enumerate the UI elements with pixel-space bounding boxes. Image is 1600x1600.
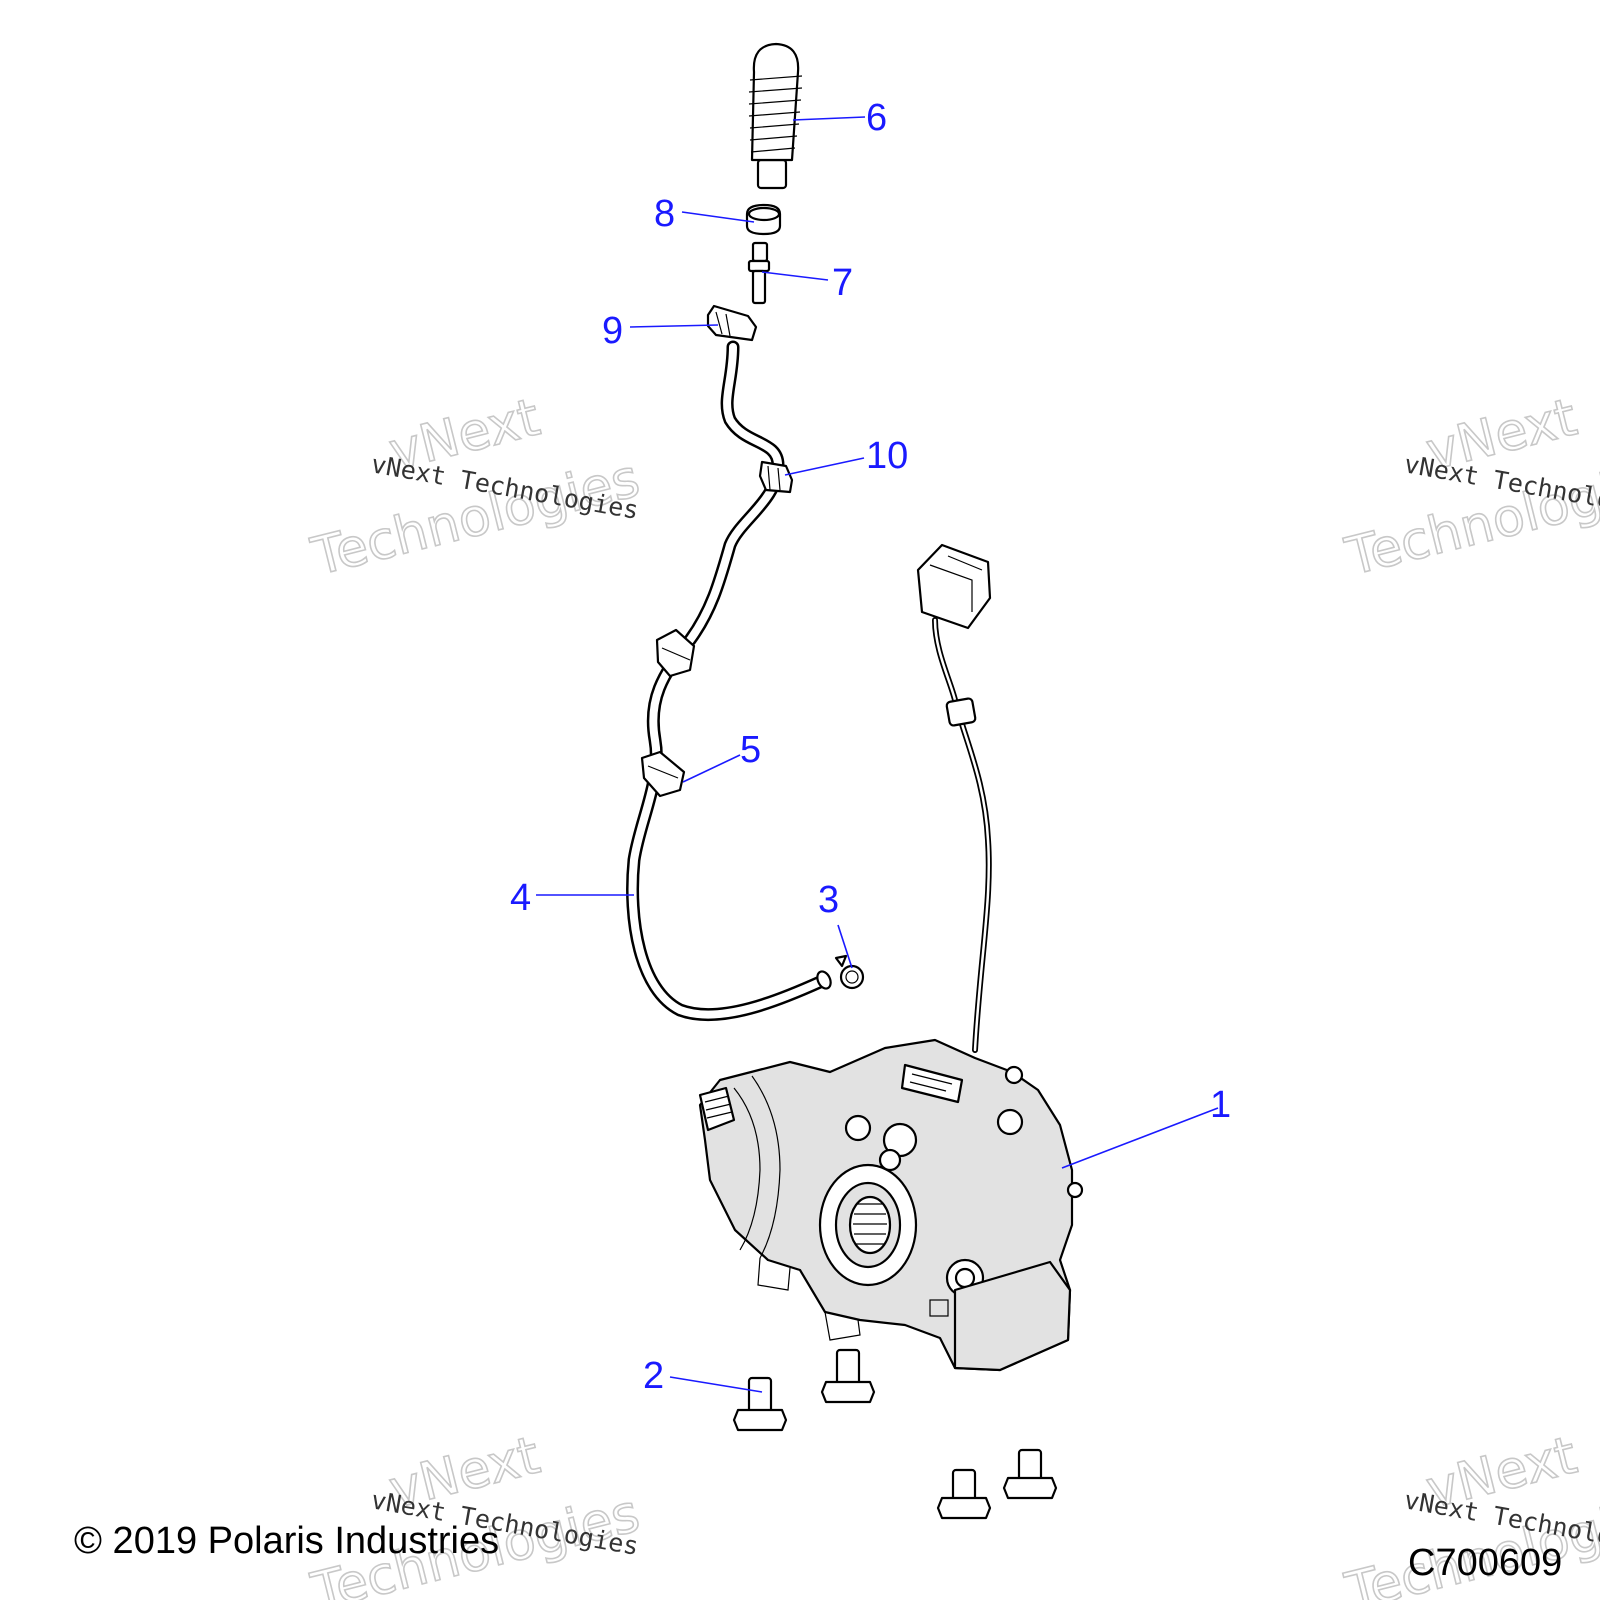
callout-8[interactable]: 8	[654, 193, 675, 235]
watermark-top-right: vNext Technologies vNext Technologies	[1339, 387, 1600, 589]
callout-9[interactable]: 9	[602, 310, 623, 352]
part-6-vent-bellows	[748, 42, 803, 190]
leader-lines	[536, 116, 1219, 1393]
part-2-bolt-c	[1002, 1448, 1058, 1500]
leader-1	[1061, 1107, 1219, 1169]
callout-5[interactable]: 5	[740, 729, 761, 771]
part-2-bolt-a	[732, 1376, 788, 1432]
callout-1[interactable]: 1	[1210, 1084, 1231, 1126]
part-5-hose-clip-upper	[655, 628, 696, 678]
part-8-clamp	[745, 203, 782, 236]
part-1-gearcase	[698, 1038, 1084, 1372]
callout-numbers: 1 2 3 4 5 6 7 8 9 10	[510, 97, 1231, 1397]
leader-2	[669, 1376, 763, 1393]
leader-6	[792, 116, 866, 121]
part-9-connector	[706, 304, 758, 342]
part-10-hose-clip	[758, 460, 794, 494]
leader-7	[761, 271, 829, 281]
callout-2[interactable]: 2	[643, 1355, 664, 1397]
part-2-bolt-b	[820, 1348, 876, 1404]
callout-4[interactable]: 4	[510, 877, 531, 919]
part-4-vent-hose	[626, 340, 832, 1022]
leader-3	[837, 924, 853, 969]
figure-code: C700609	[1408, 1542, 1562, 1584]
leader-9	[629, 324, 719, 328]
callout-10[interactable]: 10	[866, 435, 908, 477]
leader-10	[784, 457, 865, 476]
watermark-bottom-left: vNext Technologies vNext Technologies	[305, 1425, 646, 1600]
part-7-fitting	[747, 241, 771, 305]
leader-5	[682, 754, 741, 783]
part-2-bolt-d	[936, 1468, 992, 1520]
callout-7[interactable]: 7	[832, 262, 853, 304]
copyright-text: © 2019 Polaris Industries	[74, 1520, 499, 1562]
callout-3[interactable]: 3	[818, 879, 839, 921]
watermark-top-left: vNext Technologies vNext Technologies	[305, 387, 646, 589]
sensor-harness	[916, 543, 992, 1053]
callout-6[interactable]: 6	[866, 97, 887, 139]
leader-8	[681, 211, 755, 223]
part-5-hose-clip-lower	[640, 750, 686, 798]
